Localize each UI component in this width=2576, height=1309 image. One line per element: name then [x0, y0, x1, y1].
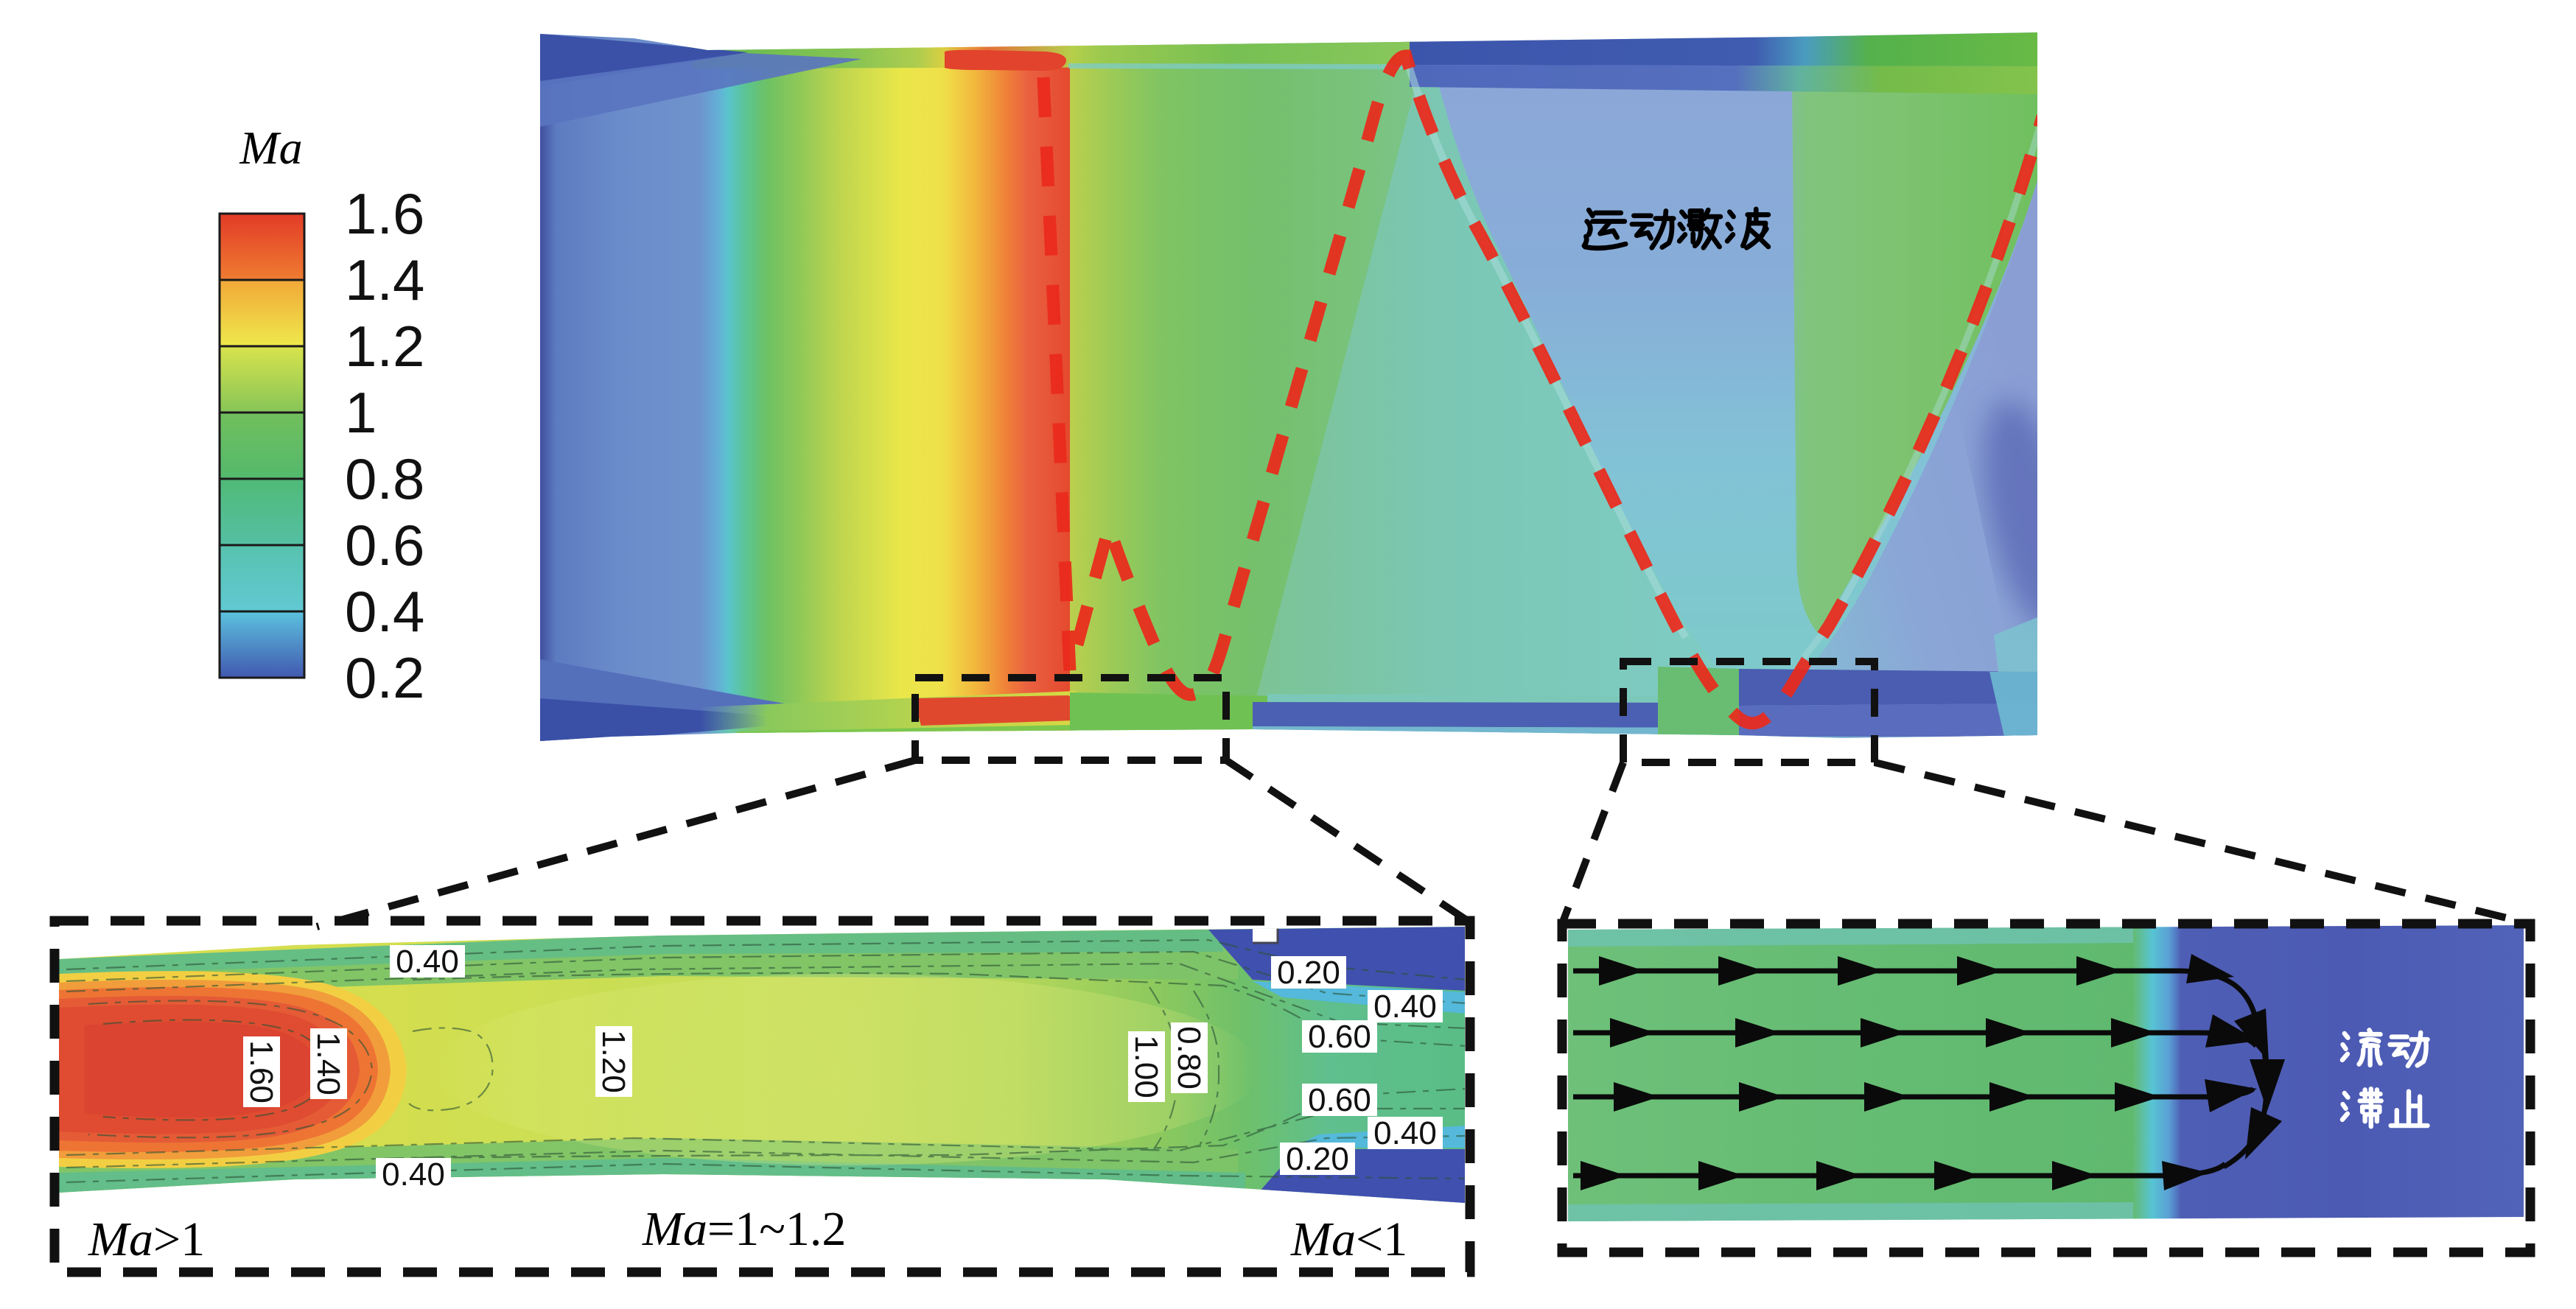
svg-text:0.8: 0.8	[345, 446, 424, 511]
svg-text:1.00: 1.00	[1128, 1035, 1164, 1098]
svg-text:1.6: 1.6	[345, 181, 424, 246]
svg-text:1.2: 1.2	[345, 314, 424, 379]
svg-text:0.40: 0.40	[382, 1157, 445, 1193]
svg-text:0.4: 0.4	[345, 579, 424, 644]
svg-text:0.20: 0.20	[1286, 1141, 1349, 1177]
svg-text:0.80: 0.80	[1171, 1026, 1207, 1089]
svg-text:1.20: 1.20	[595, 1030, 631, 1093]
svg-text:0.60: 0.60	[1308, 1019, 1371, 1055]
svg-text:Ma=1~1.2: Ma=1~1.2	[642, 1202, 846, 1256]
svg-text:0.60: 0.60	[1308, 1082, 1371, 1118]
svg-text:0.40: 0.40	[396, 944, 459, 980]
svg-text:Ma<1: Ma<1	[1290, 1213, 1407, 1266]
svg-text:Ma>1: Ma>1	[88, 1213, 205, 1266]
svg-text:Ma: Ma	[239, 122, 302, 174]
svg-text:1.60: 1.60	[243, 1040, 279, 1103]
svg-text:0.40: 0.40	[1373, 1115, 1437, 1151]
svg-text:0.20: 0.20	[1277, 955, 1340, 991]
svg-text:1: 1	[345, 380, 377, 445]
svg-text:0.6: 0.6	[345, 513, 424, 578]
svg-text:1.4: 1.4	[345, 248, 424, 312]
svg-text:0.40: 0.40	[1373, 989, 1437, 1025]
svg-text:1.40: 1.40	[310, 1032, 346, 1095]
svg-text:0.2: 0.2	[345, 645, 424, 710]
